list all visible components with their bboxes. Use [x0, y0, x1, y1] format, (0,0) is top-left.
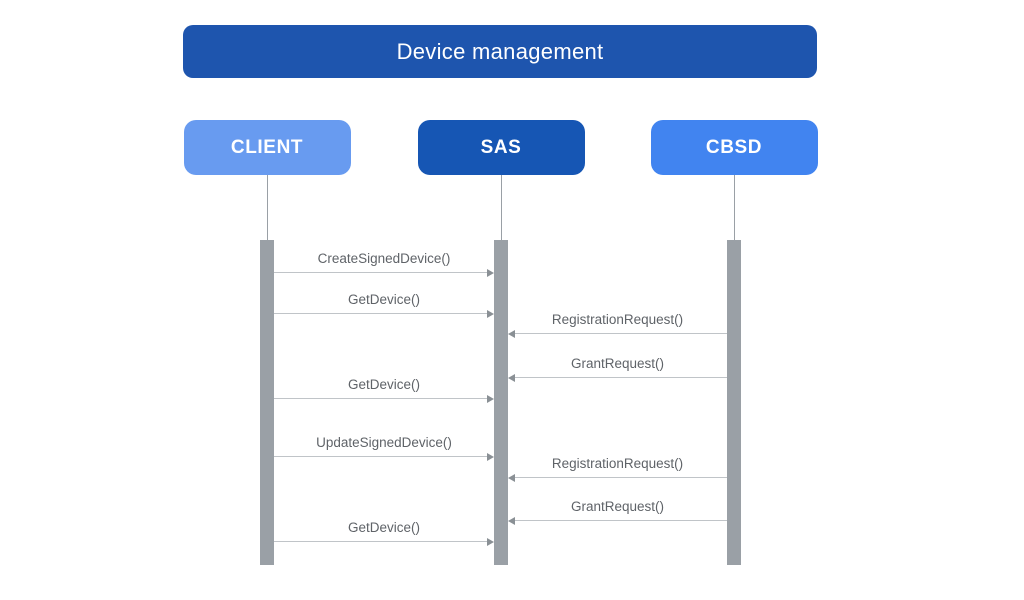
- message-line: [274, 272, 488, 273]
- message-label: GrantRequest(): [570, 356, 665, 371]
- lifeline-sas: [501, 175, 502, 240]
- message-line: [274, 398, 488, 399]
- actor-label: CLIENT: [230, 136, 304, 158]
- arrowhead-icon: [487, 309, 494, 318]
- message-label: CreateSignedDevice(): [317, 251, 451, 266]
- actor-box-cbsd: CBSD: [650, 120, 818, 175]
- arrowhead-icon: [508, 516, 515, 525]
- message-label: GetDevice(): [347, 520, 421, 535]
- arrowhead-icon: [508, 473, 515, 482]
- message-line: [514, 520, 727, 521]
- arrowhead-icon: [487, 452, 494, 461]
- lifeline-cbsd: [734, 175, 735, 240]
- message-line: [274, 456, 488, 457]
- arrowhead-icon: [508, 373, 515, 382]
- lifeline-client: [267, 175, 268, 240]
- message-line: [514, 477, 727, 478]
- actor-label: CBSD: [705, 136, 763, 158]
- message-line: [274, 541, 488, 542]
- message-label: GetDevice(): [347, 292, 421, 307]
- message-label: RegistrationRequest(): [551, 456, 684, 471]
- arrowhead-icon: [487, 268, 494, 277]
- message-label: GetDevice(): [347, 377, 421, 392]
- message-line: [514, 333, 727, 334]
- activation-bar-cbsd: [727, 240, 741, 565]
- message-label: GrantRequest(): [570, 499, 665, 514]
- message-label: UpdateSignedDevice(): [316, 435, 452, 450]
- message-line: [514, 377, 727, 378]
- arrowhead-icon: [487, 537, 494, 546]
- activation-bar-client: [260, 240, 274, 565]
- arrowhead-icon: [508, 329, 515, 338]
- arrowhead-icon: [487, 394, 494, 403]
- diagram-title: Device management: [183, 25, 817, 78]
- message-label: RegistrationRequest(): [551, 312, 684, 327]
- actor-box-sas: SAS: [417, 120, 585, 175]
- actor-label: SAS: [480, 136, 522, 158]
- actor-box-client: CLIENT: [183, 120, 351, 175]
- message-line: [274, 313, 488, 314]
- activation-bar-sas: [494, 240, 508, 565]
